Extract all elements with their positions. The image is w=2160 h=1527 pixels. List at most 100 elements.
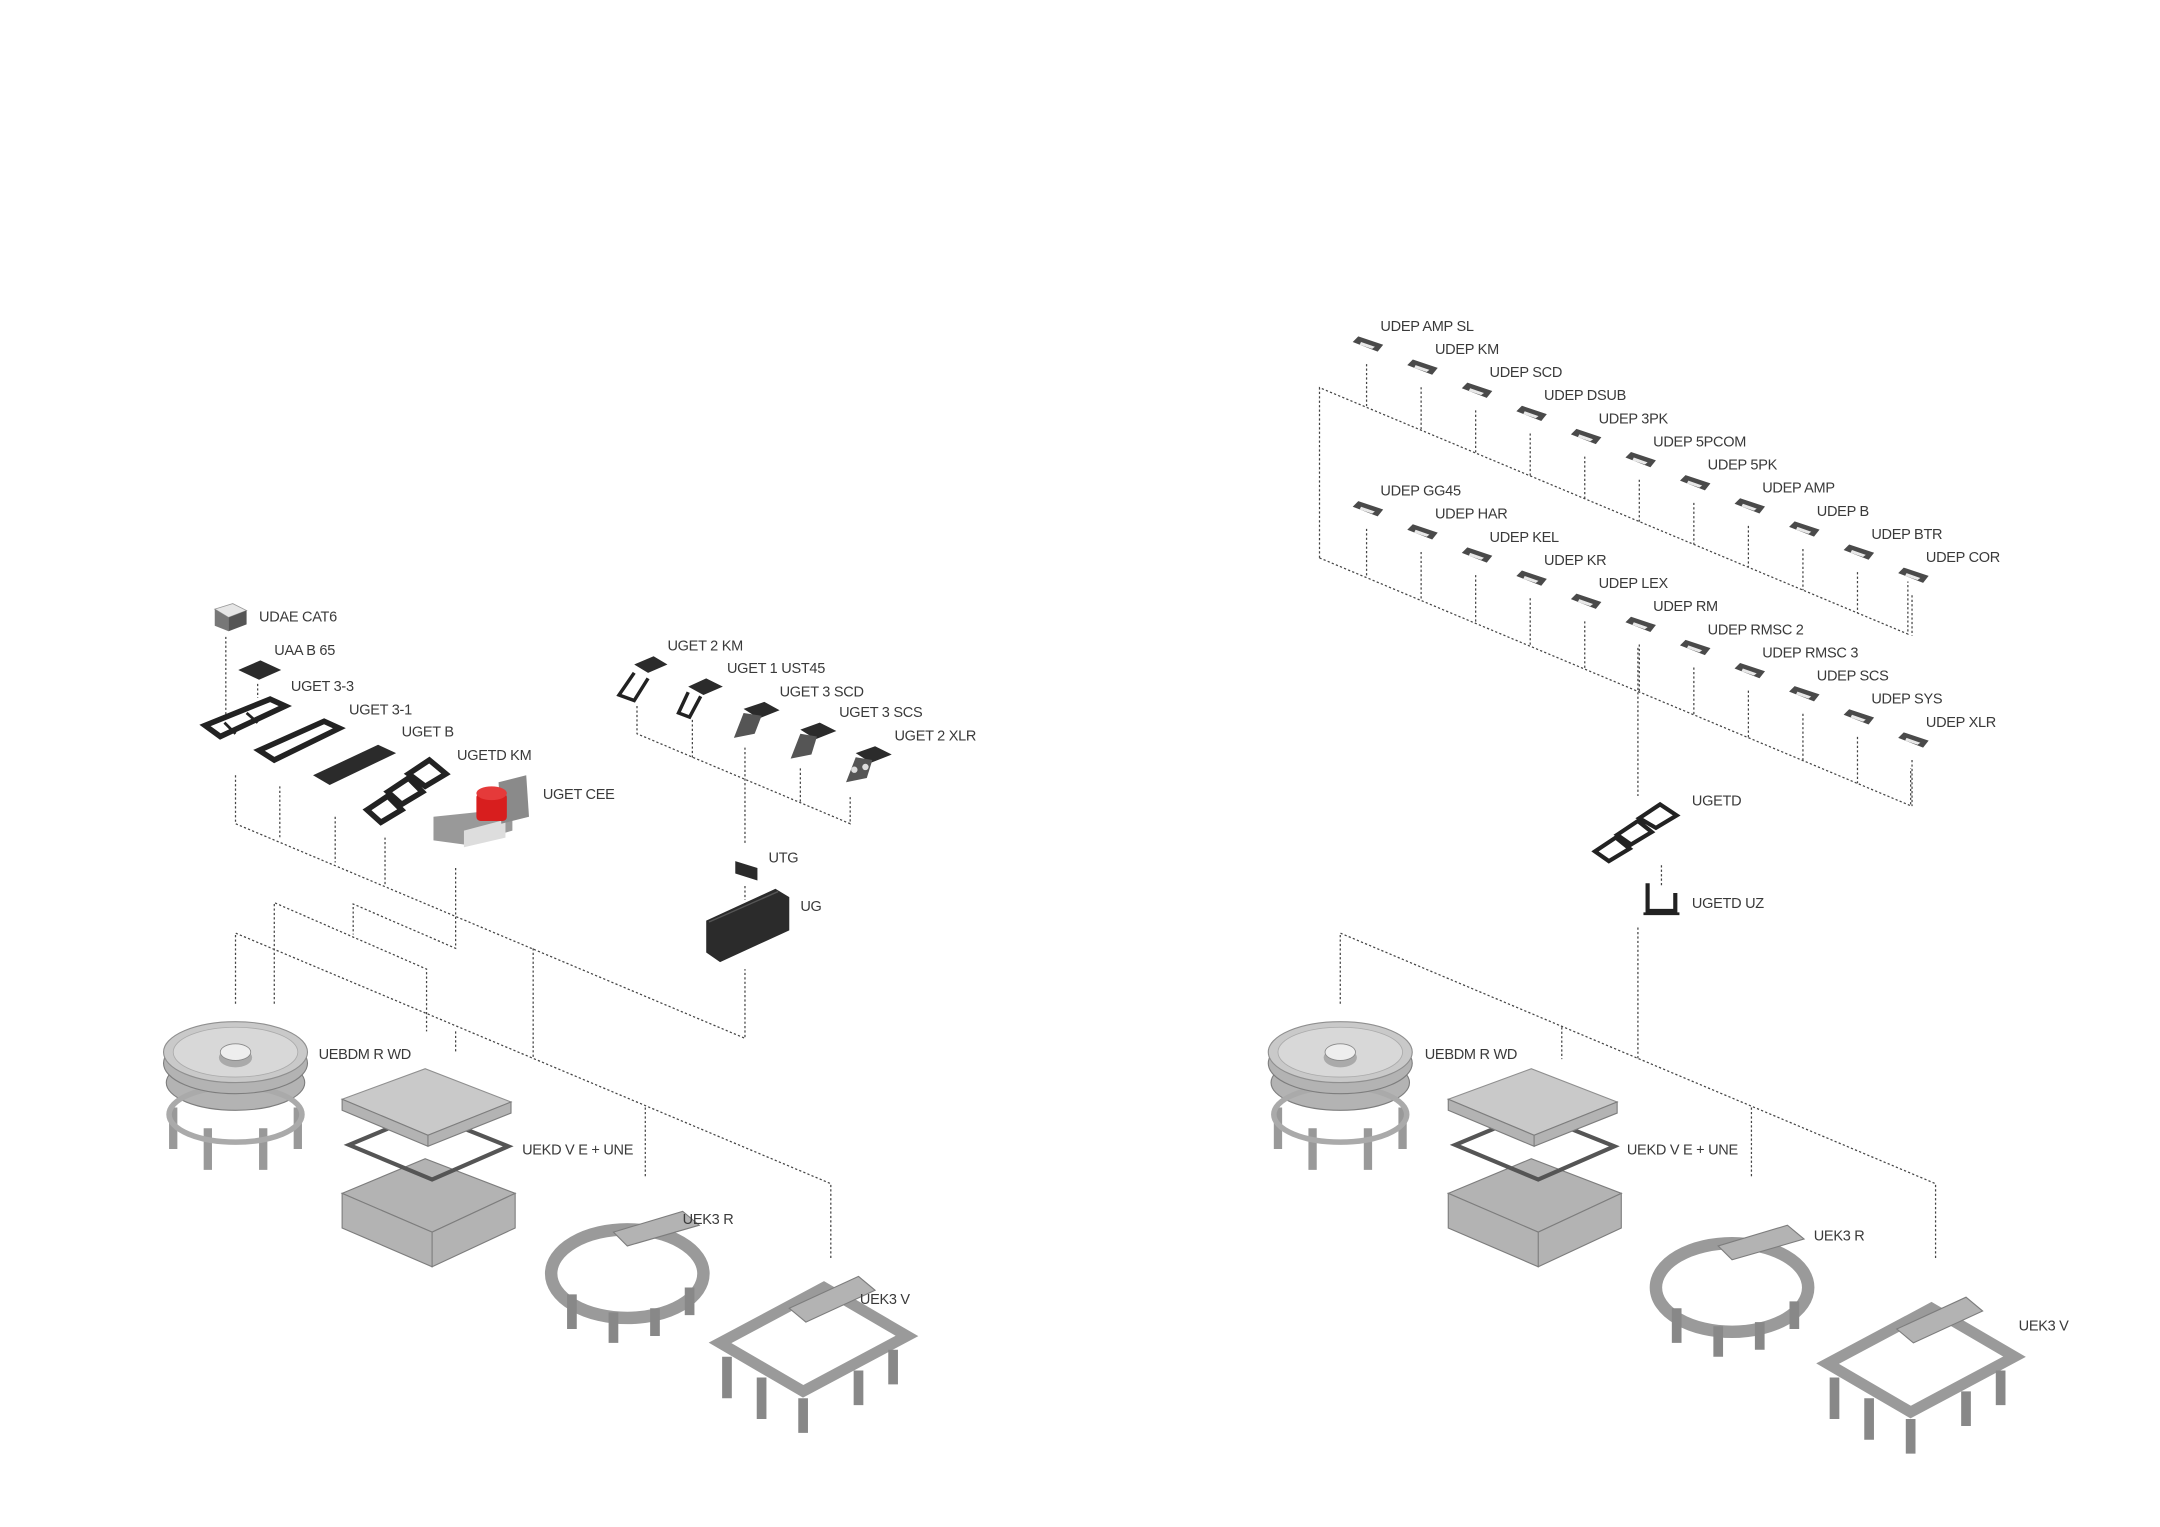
uaa-b65-cover[interactable]: UAA B 65 — [238, 643, 335, 680]
udep-label: UDEP LEX — [1599, 576, 1669, 592]
uget-cee-socket[interactable]: UGET CEE — [433, 775, 615, 848]
udep-plate-item[interactable]: UDEP BTR — [1843, 527, 1943, 613]
right-uebdm-label: UEBDM R WD — [1425, 1047, 1517, 1063]
uget-3-3-insert[interactable]: UGET 3-3 — [199, 679, 354, 740]
uekd-label: UEKD V E + UNE — [522, 1143, 634, 1159]
udep-label: UDEP 5PCOM — [1653, 434, 1746, 450]
udep-plate-item[interactable]: UDEP SCD — [1461, 365, 1562, 454]
udep-plate-icon — [1516, 405, 1547, 421]
uget-3-1-insert[interactable]: UGET 3-1 — [253, 702, 412, 764]
udep-plate-item[interactable]: UDEP HAR — [1407, 507, 1508, 601]
udep-plate-item[interactable]: UDEP AMP SL — [1352, 319, 1474, 408]
ugetd-frame[interactable]: UGETD — [1591, 794, 1742, 864]
udep-plate-icon — [1734, 662, 1766, 679]
uek3-r-frame[interactable]: UEK3 R — [551, 1211, 734, 1343]
udep-label: UDEP HAR — [1435, 507, 1508, 523]
utg-label: UTG — [769, 850, 799, 866]
udep-plate-icon — [1352, 501, 1384, 517]
udep-plate-item[interactable]: UDEP KM — [1407, 342, 1499, 431]
right-uekd-v-e-une-box[interactable]: UEKD V E + UNE — [1448, 1069, 1739, 1267]
udep-plate-icon — [1898, 567, 1929, 583]
uek3r-label: UEK3 R — [683, 1212, 734, 1228]
uget-cee-label: UGET CEE — [543, 787, 615, 803]
udep-plate-icon — [1898, 732, 1929, 748]
uget-3-1-label: UGET 3-1 — [349, 702, 412, 718]
ugetd-uz-label: UGETD UZ — [1692, 896, 1764, 912]
udep-plate-icon — [1516, 570, 1547, 586]
udep-plate-icon — [1680, 639, 1711, 656]
uek3-v-frame[interactable]: UEK3 V — [720, 1276, 910, 1432]
udep-label: UDEP XLR — [1926, 715, 1996, 731]
uget-2-xlr-flap[interactable]: UGET 2 XLR — [846, 729, 976, 783]
right-uekd-label: UEKD V E + UNE — [1627, 1143, 1739, 1159]
udep-plate-icon — [1625, 452, 1656, 468]
left-system: UDAE CAT6 UAA B 65 UGET 3-3 UGET 3-1 UGE… — [164, 603, 976, 1433]
right-uek3-r-frame[interactable]: UEK3 R — [1656, 1225, 1865, 1357]
udep-plate-item[interactable]: UDEP 5PK — [1680, 458, 1778, 545]
ugetd-km-label: UGETD KM — [457, 748, 531, 764]
udep-plate-icon — [1734, 498, 1766, 514]
udep-label: UDEP RMSC 3 — [1762, 645, 1858, 661]
uget-2-km-label: UGET 2 KM — [667, 639, 742, 655]
udae-cat6-label: UDAE CAT6 — [259, 610, 337, 626]
uget-3-3-label: UGET 3-3 — [291, 679, 354, 695]
udep-label: UDEP DSUB — [1544, 388, 1626, 404]
udep-label: UDEP SCS — [1817, 669, 1889, 685]
udep-plate-icon — [1843, 544, 1875, 560]
udep-plate-icon — [1461, 382, 1493, 398]
udep-plate-item[interactable]: UDEP GG45 — [1352, 484, 1461, 578]
uget-3-scs-flap[interactable]: UGET 3 SCS — [790, 705, 923, 759]
udep-label: UDEP 5PK — [1708, 458, 1778, 474]
udep-plate-item[interactable]: UDEP KEL — [1461, 530, 1560, 624]
udep-plate-item[interactable]: UDEP COR — [1898, 550, 2000, 636]
udep-plate-item[interactable]: UDEP DSUB — [1516, 388, 1626, 476]
uek3v-label: UEK3 V — [860, 1292, 911, 1308]
uget-1-ust45-flap[interactable]: UGET 1 UST45 — [676, 661, 826, 720]
udep-plate-item[interactable]: UDEP XLR — [1898, 715, 1996, 807]
udep-plate-item[interactable]: UDEP SYS — [1843, 692, 1943, 784]
uget-3-scd-label: UGET 3 SCD — [780, 684, 864, 700]
uebdm-r-wd-box[interactable]: UEBDM R WD — [164, 1022, 411, 1170]
uget-2-km-flap[interactable]: UGET 2 KM — [616, 639, 743, 703]
right-uebdm-r-wd-box[interactable]: UEBDM R WD — [1268, 1022, 1517, 1170]
uget-2-xlr-label: UGET 2 XLR — [894, 729, 976, 745]
udep-plate-item[interactable]: UDEP RMSC 3 — [1734, 645, 1859, 738]
uget-b-blank-insert[interactable]: UGET B — [313, 725, 454, 785]
udep-plate-icon — [1407, 524, 1438, 540]
uebdm-label: UEBDM R WD — [319, 1047, 411, 1063]
right-uek3r-label: UEK3 R — [1814, 1228, 1865, 1244]
udep-plate-item[interactable]: UDEP B — [1789, 504, 1869, 591]
udep-plate-item[interactable]: UDEP SCS — [1789, 669, 1889, 761]
udep-plate-item[interactable]: UDEP RMSC 2 — [1680, 622, 1804, 715]
udep-label: UDEP AMP SL — [1380, 319, 1473, 335]
udep-label: UDEP AMP — [1762, 481, 1835, 497]
uget-3-scs-label: UGET 3 SCS — [839, 705, 923, 721]
ugetd-uz-bracket[interactable]: UGETD UZ — [1643, 883, 1765, 916]
udep-plate-icon — [1625, 616, 1656, 632]
left-connector-lines — [225, 636, 851, 1260]
udep-label: UDEP 3PK — [1599, 411, 1669, 427]
udae-cat6-module[interactable]: UDAE CAT6 — [213, 603, 337, 632]
uekd-v-e-une-box[interactable]: UEKD V E + UNE — [342, 1069, 634, 1267]
right-connector-lines — [1318, 386, 1937, 1260]
ug-label: UG — [800, 899, 821, 915]
uget-3-scd-flap[interactable]: UGET 3 SCD — [733, 684, 864, 738]
udep-plate-item[interactable]: UDEP RM — [1625, 599, 1718, 692]
utg-part[interactable]: UTG — [735, 850, 799, 881]
udep-plate-icon — [1570, 428, 1602, 445]
ugetd-km-frame[interactable]: UGETD KM — [362, 748, 532, 826]
udep-label: UDEP SYS — [1871, 692, 1943, 708]
udep-plate-icon — [1352, 336, 1384, 352]
udep-plate-item[interactable]: UDEP 5PCOM — [1625, 434, 1746, 522]
right-uek3-v-frame[interactable]: UEK3 V — [1828, 1297, 2070, 1453]
ug-housing[interactable]: UG — [706, 888, 822, 963]
udep-plate-item[interactable]: UDEP AMP — [1734, 481, 1835, 568]
udep-label: UDEP KEL — [1490, 530, 1560, 546]
udep-plate-item[interactable]: UDEP 3PK — [1570, 411, 1669, 499]
udep-plate-item[interactable]: UDEP LEX — [1570, 576, 1669, 670]
udep-plate-icon — [1407, 359, 1438, 375]
udep-plate-item[interactable]: UDEP KR — [1516, 553, 1607, 647]
